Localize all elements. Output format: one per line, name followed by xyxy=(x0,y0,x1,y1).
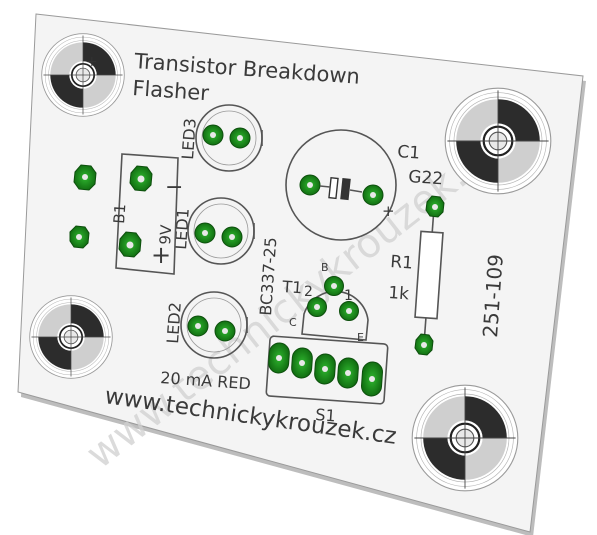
board-title-line2: Flasher xyxy=(132,76,210,105)
t1-pin-2-label: 2 xyxy=(304,284,313,300)
b1-minus-sign: − xyxy=(165,175,183,200)
fiducial-top-left xyxy=(40,32,126,118)
b1-voltage-label: 9V xyxy=(156,224,175,246)
led1-footprint xyxy=(187,197,255,265)
transistor-t1 xyxy=(301,276,369,341)
r1-value-label: 1k xyxy=(388,283,410,304)
t1-pin-b-label: B xyxy=(321,261,329,274)
led2-footprint xyxy=(180,291,248,359)
board-code-label: 251-109 xyxy=(478,253,508,338)
fiducial-bottom-right xyxy=(411,384,519,492)
b1-label: B1 xyxy=(110,203,129,224)
led2-label: LED2 xyxy=(163,302,185,345)
b1-plus-sign: + xyxy=(151,241,171,269)
c1-label: C1 xyxy=(397,142,421,164)
c1-value-label: G22 xyxy=(408,167,444,189)
resistor-r1 xyxy=(414,195,445,356)
fiducial-plus-mark: + xyxy=(86,54,98,70)
t1-label: T1 xyxy=(281,277,303,297)
battery-connector-b1 xyxy=(115,153,179,275)
t1-pin-c-label: C xyxy=(289,316,297,329)
t1-pin-1-label: 1 xyxy=(344,288,353,304)
led3-label: LED3 xyxy=(178,118,200,161)
switch-s1 xyxy=(265,335,389,405)
capacitor-c1 xyxy=(285,129,397,241)
r1-label: R1 xyxy=(390,252,414,274)
led3-footprint xyxy=(195,104,263,172)
t1-pin-e-label: E xyxy=(357,331,364,344)
fiducial-top-right xyxy=(444,87,552,195)
s1-label: S1 xyxy=(315,405,337,425)
fiducial-bottom-left xyxy=(28,294,114,380)
c1-plus-sign: + xyxy=(382,202,395,220)
